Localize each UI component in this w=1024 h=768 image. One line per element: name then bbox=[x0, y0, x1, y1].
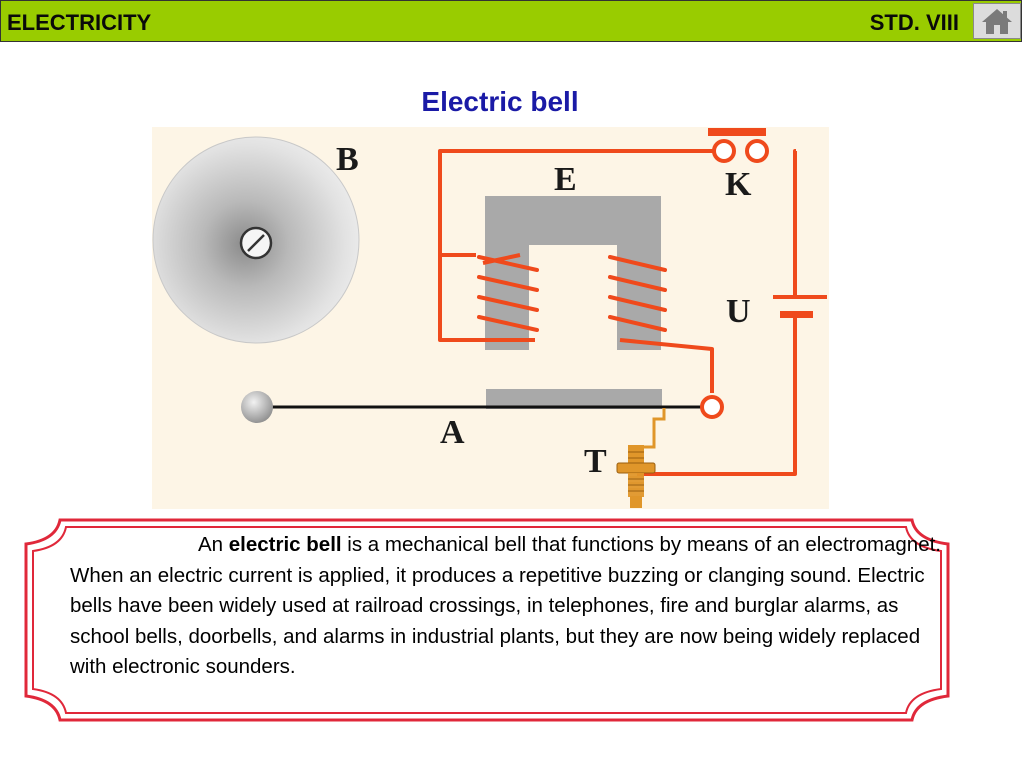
description-paragraph: An electric bell is a mechanical bell th… bbox=[70, 530, 950, 683]
circuit-wire bbox=[438, 149, 797, 476]
header-bar: ELECTRICITY STD. VIII bbox=[0, 0, 1022, 42]
label-battery: U bbox=[726, 293, 751, 330]
home-icon bbox=[982, 9, 1012, 34]
right-coil bbox=[608, 255, 667, 332]
label-contact-screw: T bbox=[584, 443, 607, 480]
electromagnet-core bbox=[485, 196, 661, 350]
bell-gong bbox=[152, 136, 360, 344]
key-switch bbox=[708, 128, 769, 163]
home-button[interactable] bbox=[973, 3, 1021, 39]
left-coil bbox=[477, 255, 539, 332]
standard-label: STD. VIII bbox=[869, 10, 959, 35]
label-armature: A bbox=[440, 414, 465, 451]
armature-plate bbox=[486, 389, 662, 409]
description-term: electric bell bbox=[228, 533, 342, 556]
subject-title: ELECTRICITY bbox=[7, 10, 152, 35]
label-bell: B bbox=[336, 141, 359, 178]
contact-screw bbox=[616, 408, 666, 508]
contact-terminal bbox=[700, 395, 724, 419]
hammer-ball bbox=[241, 391, 273, 423]
description-prefix: An bbox=[198, 533, 224, 556]
description-body: is a mechanical bell that functions by m… bbox=[70, 533, 941, 678]
label-electromagnet: E bbox=[554, 161, 577, 198]
electric-bell-diagram: B E K U A T bbox=[152, 127, 829, 509]
description-frame bbox=[24, 518, 950, 722]
page-title: Electric bell bbox=[421, 86, 579, 117]
label-key: K bbox=[725, 166, 752, 203]
battery-cell bbox=[773, 295, 827, 318]
